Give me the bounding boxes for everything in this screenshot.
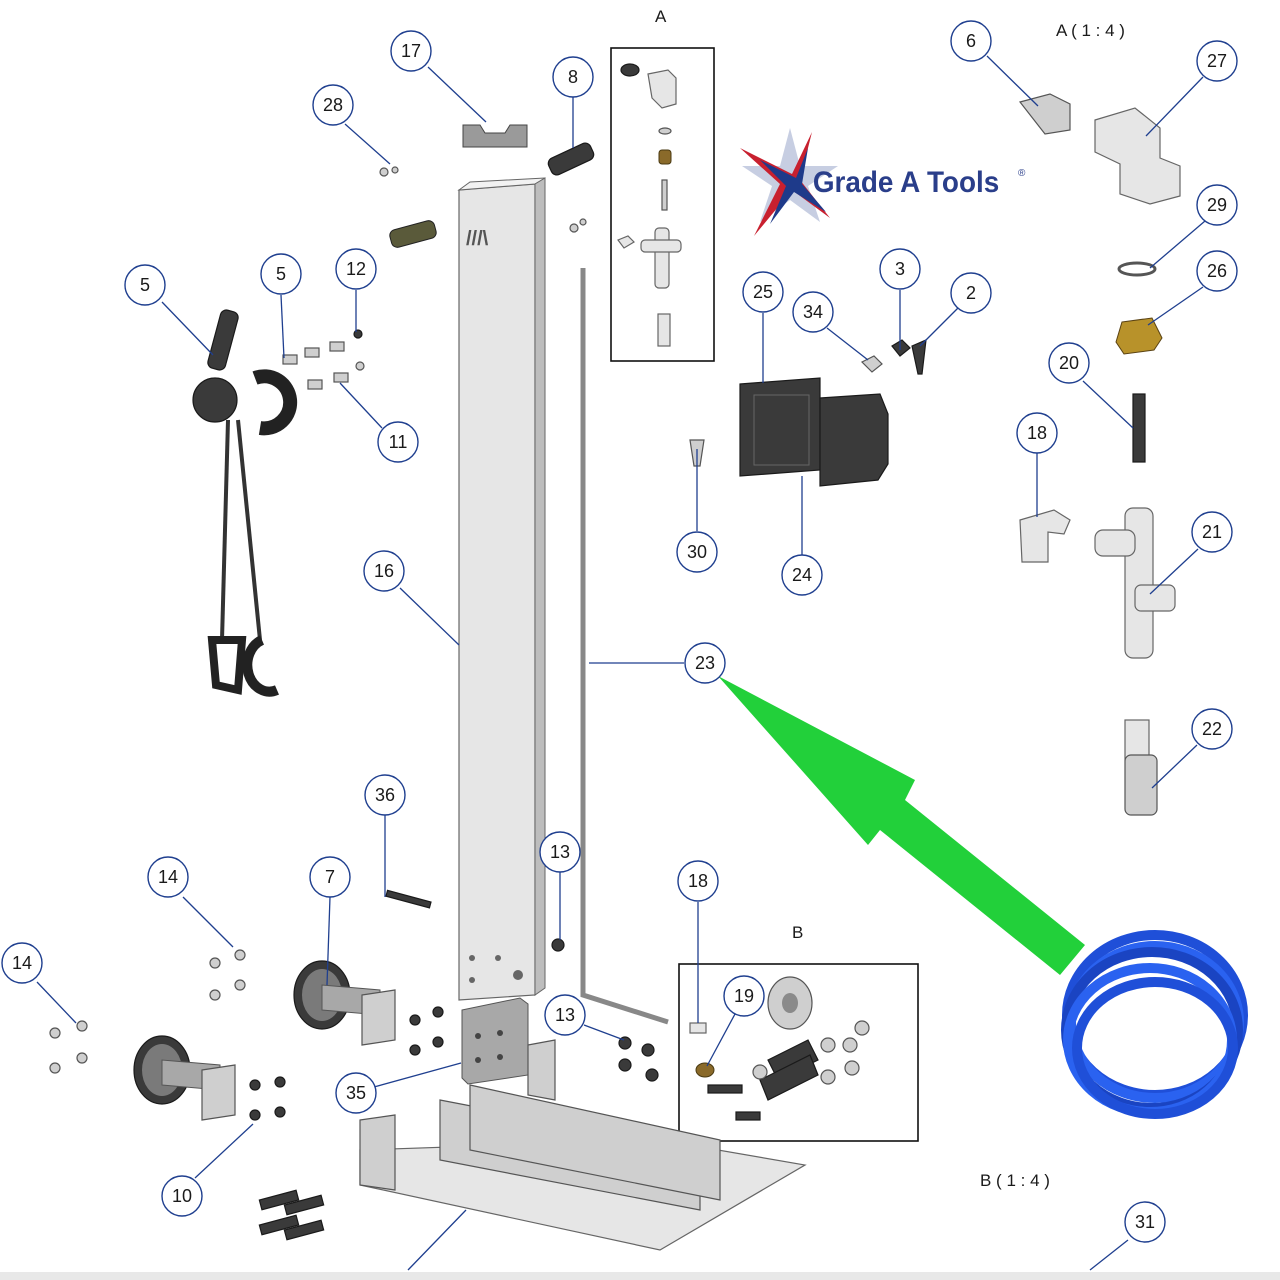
detail-b-parts [689,976,870,1121]
bolts-group-bottom [49,889,659,1241]
scale-b-label: B ( 1 : 4 ) [980,1171,1050,1190]
svg-text:36: 36 [375,785,395,805]
detail-b-box [678,963,919,1142]
callout-14-lower: 14 [1,942,43,984]
svg-text:34: 34 [803,302,823,322]
svg-text:27: 27 [1207,51,1227,71]
svg-text:5: 5 [276,264,286,284]
main-column: ///\ [457,177,546,1001]
callout-22: 22 [1191,708,1233,750]
detail-a-box [610,47,715,362]
callout-28: 28 [312,84,354,126]
callout-11: 11 [377,421,419,463]
callout-13-lower: 13 [544,994,586,1036]
block-part-35 [461,997,529,1085]
callout-35: 35 [335,1072,377,1114]
callout-6: 6 [950,20,992,62]
callout-23: 23 [684,642,726,684]
svg-text:24: 24 [792,565,812,585]
svg-text:14: 14 [158,867,178,887]
svg-text:26: 26 [1207,261,1227,281]
callout-12: 12 [335,248,377,290]
callout-36: 36 [364,774,406,816]
leader-lines [36,55,1206,1271]
svg-text:10: 10 [172,1186,192,1206]
callout-8: 8 [552,56,594,98]
detail-a-parts [617,63,682,347]
callout-20: 20 [1048,342,1090,384]
svg-text:8: 8 [568,67,578,87]
svg-text:21: 21 [1202,522,1222,542]
grade-a-tools-logo: Grade A Tools ® [740,128,1026,236]
svg-text:12: 12 [346,259,366,279]
callout-13-upper: 13 [539,831,581,873]
svg-text:13: 13 [555,1005,575,1025]
callout-10: 10 [161,1175,203,1217]
callout-18-detail-b: 18 [677,860,719,902]
callout-17: 17 [390,30,432,72]
callout-14-upper: 14 [147,856,189,898]
svg-text:3: 3 [895,259,905,279]
callout-25: 25 [742,271,784,313]
callout-27: 27 [1196,40,1238,82]
svg-text:5: 5 [140,275,150,295]
svg-text:11: 11 [389,432,408,452]
spring-part-8 [547,142,595,176]
callout-3: 3 [879,248,921,290]
svg-text:23: 23 [695,653,715,673]
callout-30: 30 [676,531,718,573]
callout-29: 29 [1196,184,1238,226]
svg-text:28: 28 [323,95,343,115]
svg-text:25: 25 [753,282,773,302]
wheel-part-10 [133,1035,236,1121]
svg-text:17: 17 [401,41,421,61]
base-plate [359,1039,807,1251]
logo-text: Grade A Tools [813,166,999,199]
svg-text:///\: ///\ [466,228,489,250]
callout-19: 19 [723,975,765,1017]
bracket-part-17 [462,124,528,148]
callout-31: 31 [1124,1201,1166,1243]
spring-part-left [389,220,437,248]
detail-a-label: A [655,7,667,26]
svg-text:35: 35 [346,1083,366,1103]
svg-text:2: 2 [966,283,976,303]
callout-21: 21 [1191,511,1233,553]
svg-text:30: 30 [687,542,707,562]
callout-18-right: 18 [1016,412,1058,454]
chain-hoist-part-5 [192,309,298,697]
svg-text:7: 7 [325,867,335,887]
callout-7: 7 [309,856,351,898]
svg-text:18: 18 [688,871,708,891]
svg-text:20: 20 [1059,353,1079,373]
callout-5-hoist: 5 [124,264,166,306]
detail-b-label: B [792,923,803,942]
green-arrow-icon [718,676,1085,975]
svg-text:19: 19 [734,986,754,1006]
scale-a-label: A ( 1 : 4 ) [1056,21,1125,40]
fittings-right [1018,93,1181,816]
wheel-part-7 [293,960,396,1046]
mount-plate-part-24-25 [739,377,889,487]
bottom-edge-strip [0,1272,1280,1280]
svg-text:13: 13 [550,842,570,862]
svg-text:6: 6 [966,31,976,51]
blue-hose-coil [1061,930,1248,1119]
svg-text:18: 18 [1027,423,1047,443]
callout-16: 16 [363,550,405,592]
svg-text:29: 29 [1207,195,1227,215]
logo-registered-mark: ® [1018,168,1026,179]
callout-2: 2 [950,272,992,314]
svg-text:16: 16 [374,561,394,581]
callout-24: 24 [781,554,823,596]
svg-text:14: 14 [12,953,32,973]
callout-5-pins: 5 [260,253,302,295]
svg-text:22: 22 [1202,719,1222,739]
bolts-group-top [282,166,587,390]
svg-text:31: 31 [1135,1212,1155,1232]
rod-part-23 [580,268,669,1025]
callout-34: 34 [792,291,834,333]
callout-26: 26 [1196,250,1238,292]
